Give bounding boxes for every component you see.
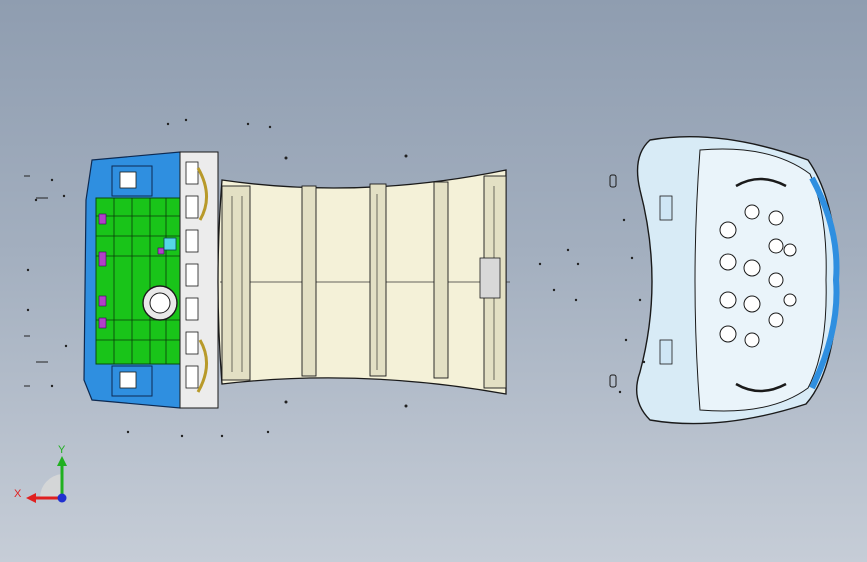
pin-markers	[24, 175, 48, 387]
triad-z-axis-icon	[57, 493, 67, 503]
mold-cover[interactable]	[636, 136, 840, 425]
triad-y-label: Y	[58, 444, 66, 456]
curved-panel[interactable]	[217, 169, 510, 395]
fixture-base[interactable]	[83, 151, 219, 409]
triad-y-arrow-icon	[57, 456, 67, 466]
fixture-green-core	[95, 197, 181, 365]
triad-x-arrow-icon	[26, 493, 36, 503]
triad-x-label: X	[14, 488, 22, 500]
locator-slots	[609, 174, 617, 388]
cover-holes	[719, 204, 797, 348]
triad-plane	[39, 474, 62, 498]
scattered-fasteners	[26, 118, 646, 438]
coordinate-triad[interactable]: X Y	[14, 444, 67, 503]
